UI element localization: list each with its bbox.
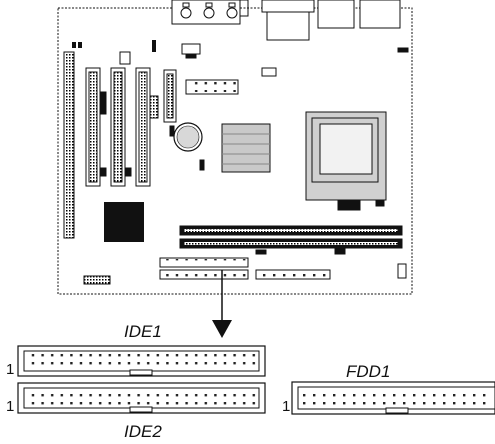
rear-io-ports <box>171 0 409 53</box>
cpu-socket <box>305 111 387 211</box>
ide1-pin1-label: 1 <box>6 361 14 378</box>
ide2-label: IDE2 <box>124 422 162 441</box>
onboard-headers <box>83 257 331 285</box>
agp-slot <box>149 69 177 123</box>
pointer-arrow <box>212 270 232 338</box>
ide1-connector <box>17 345 266 377</box>
motherboard-outline <box>57 7 413 295</box>
ide2-pin1-label: 1 <box>6 398 14 415</box>
fdd1-connector <box>291 381 495 415</box>
ide1-label: IDE1 <box>124 322 162 341</box>
southbridge-chip <box>104 202 144 242</box>
northbridge-heatsink <box>221 123 271 173</box>
top-left-header <box>72 40 156 52</box>
atx-power-connector <box>185 79 239 95</box>
fdd1-pin1-label: 1 <box>282 398 290 415</box>
fdd1-label: FDD1 <box>346 362 390 381</box>
cmos-battery <box>173 122 203 152</box>
pci-slots <box>85 67 151 187</box>
ide2-connector <box>17 382 266 414</box>
isa-slot <box>63 51 75 239</box>
dimm-slots <box>179 225 403 255</box>
misc-chips <box>119 43 407 279</box>
